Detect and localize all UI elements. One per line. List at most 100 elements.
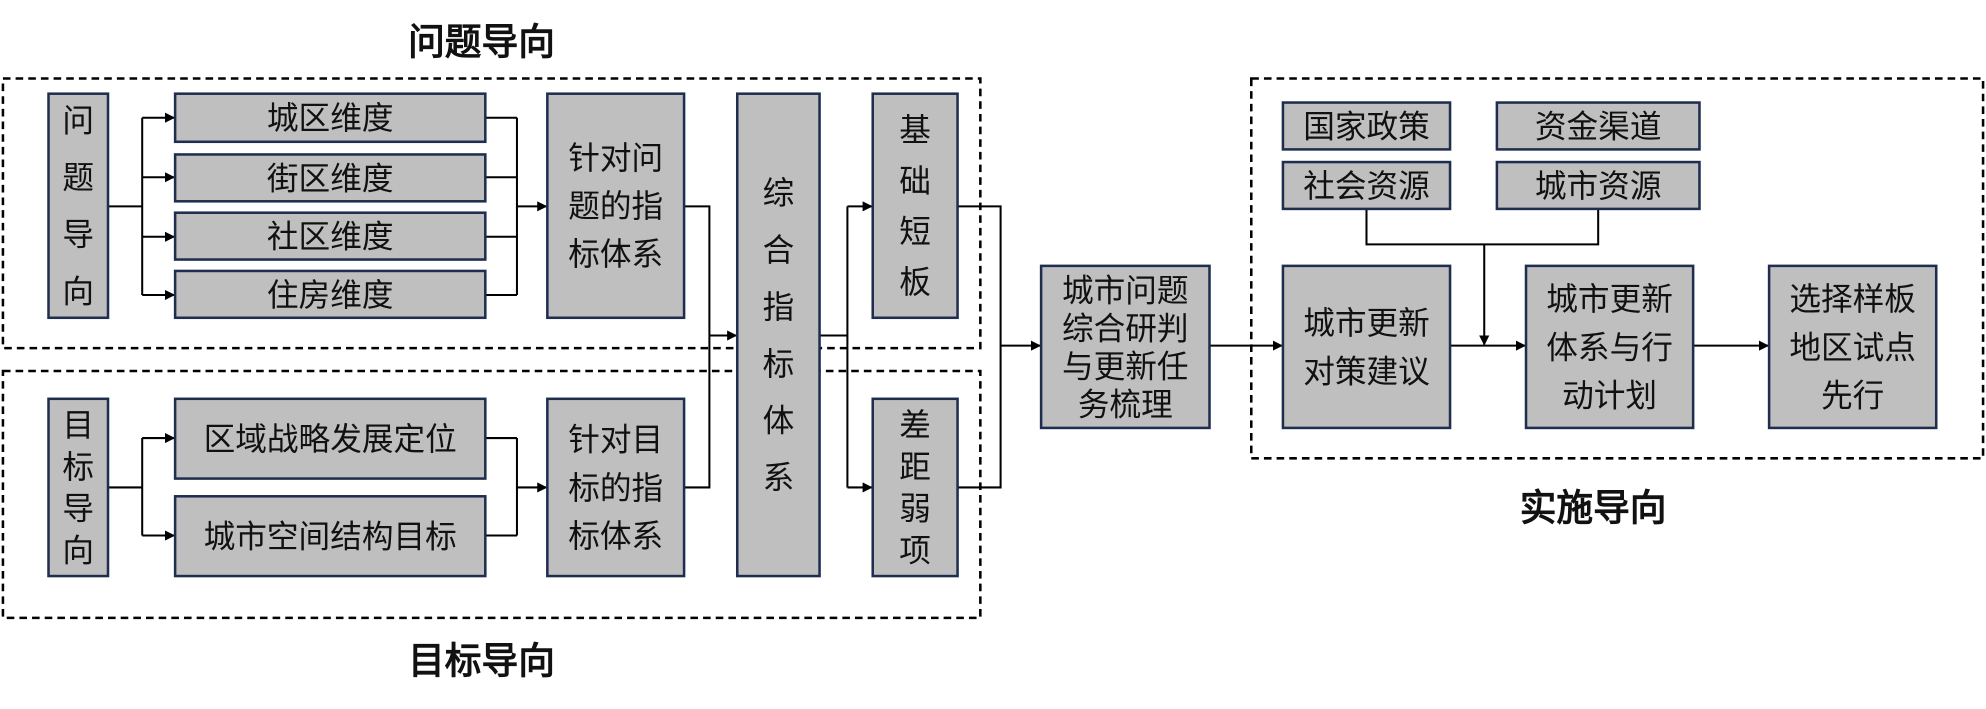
problem-group-frame bbox=[1, 77, 982, 350]
node-national-policy: 国家政策 bbox=[1281, 101, 1452, 151]
node-label: 住房维度 bbox=[267, 278, 394, 314]
nodes: 问题导向城区维度街区维度社区维度住房维度针对问题的指标体系目标导向区域战略发展定… bbox=[47, 92, 1938, 578]
node-label: 标体系 bbox=[568, 237, 663, 273]
node-label: 短 bbox=[899, 214, 931, 250]
node-label: 城市空间结构目标 bbox=[204, 520, 457, 556]
node-label: 标体系 bbox=[568, 519, 663, 555]
node-label: 标 bbox=[62, 450, 94, 486]
node-box bbox=[173, 153, 487, 203]
node-urban-resource: 城市资源 bbox=[1495, 160, 1701, 211]
node-box bbox=[47, 92, 110, 320]
node-label: 体系与行 bbox=[1546, 330, 1673, 366]
node-funding-channel: 资金渠道 bbox=[1495, 101, 1701, 151]
node-label: 城市更新 bbox=[1303, 306, 1430, 342]
node-label: 系 bbox=[763, 461, 795, 497]
node-label: 板 bbox=[899, 265, 931, 301]
node-label: 针对问 bbox=[568, 141, 663, 177]
node-box bbox=[1281, 101, 1452, 151]
node-box bbox=[1039, 264, 1211, 430]
node-label: 针对目 bbox=[568, 423, 663, 459]
node-label: 城市更新 bbox=[1546, 282, 1673, 318]
node-box bbox=[173, 495, 487, 578]
node-box bbox=[871, 397, 959, 578]
node-label: 社会资源 bbox=[1303, 169, 1430, 205]
node-box bbox=[173, 211, 487, 261]
node-label: 城市问题 bbox=[1062, 273, 1189, 309]
node-label: 国家政策 bbox=[1303, 109, 1430, 145]
node-label: 导 bbox=[62, 218, 94, 254]
node-box bbox=[173, 92, 487, 144]
implementation-orientation-title: 实施导向 bbox=[1520, 486, 1667, 529]
node-box bbox=[871, 92, 959, 320]
node-problem-orientation: 问题导向 bbox=[47, 92, 110, 320]
goal-orientation-title: 目标导向 bbox=[408, 640, 555, 683]
problem-orientation-title: 问题导向 bbox=[408, 20, 555, 63]
node-label: 差 bbox=[899, 408, 931, 444]
node-label: 街区维度 bbox=[267, 161, 394, 197]
node-label: 导 bbox=[62, 492, 94, 528]
node-spatial-structure: 城市空间结构目标 bbox=[173, 495, 487, 578]
node-dim-block: 街区维度 bbox=[173, 153, 487, 203]
node-label: 基 bbox=[899, 113, 931, 149]
node-dim-city: 城区维度 bbox=[173, 92, 487, 144]
connector-line bbox=[1365, 208, 1600, 246]
node-box bbox=[1281, 264, 1452, 430]
node-label: 动计划 bbox=[1562, 378, 1657, 414]
node-label: 城市资源 bbox=[1535, 169, 1662, 205]
node-dim-housing: 住房维度 bbox=[173, 269, 487, 320]
node-label: 区域战略发展定位 bbox=[204, 422, 457, 458]
node-label: 向 bbox=[62, 275, 94, 311]
node-box bbox=[546, 92, 686, 320]
node-box bbox=[173, 397, 487, 480]
node-regional-strategy: 区域战略发展定位 bbox=[173, 397, 487, 480]
node-label: 务梳理 bbox=[1078, 387, 1173, 423]
node-label: 向 bbox=[62, 534, 94, 570]
node-label: 城区维度 bbox=[267, 101, 394, 137]
node-box bbox=[1281, 160, 1452, 211]
node-label: 合 bbox=[763, 233, 795, 269]
node-box bbox=[173, 269, 487, 320]
connector-line bbox=[957, 205, 1002, 489]
node-label: 题的指 bbox=[568, 189, 663, 225]
node-label: 体 bbox=[763, 404, 795, 440]
node-label: 础 bbox=[899, 164, 931, 200]
node-label: 标 bbox=[763, 347, 795, 383]
node-dim-community: 社区维度 bbox=[173, 211, 487, 261]
node-box bbox=[47, 397, 110, 578]
node-label: 项 bbox=[899, 534, 931, 570]
node-label: 距 bbox=[899, 450, 931, 486]
node-label: 资金渠道 bbox=[1535, 109, 1662, 145]
node-label: 对策建议 bbox=[1303, 354, 1430, 390]
node-box bbox=[1495, 101, 1701, 151]
node-box bbox=[1495, 160, 1701, 211]
node-label: 问 bbox=[62, 104, 94, 140]
connectors bbox=[108, 112, 1770, 541]
node-label: 题 bbox=[62, 161, 94, 197]
node-label: 社区维度 bbox=[267, 220, 394, 256]
node-box bbox=[1524, 264, 1695, 430]
node-label: 地区试点 bbox=[1789, 330, 1916, 366]
node-goal-orientation: 目标导向 bbox=[47, 397, 110, 578]
node-box bbox=[1767, 264, 1938, 430]
node-label: 目 bbox=[62, 408, 94, 444]
node-box bbox=[735, 92, 821, 578]
node-label: 综 bbox=[763, 176, 795, 212]
node-label: 综合研判 bbox=[1062, 311, 1189, 347]
node-label: 指 bbox=[763, 290, 795, 326]
node-label: 与更新任 bbox=[1062, 349, 1189, 385]
node-box bbox=[546, 397, 686, 578]
goal-group-frame bbox=[1, 369, 982, 620]
connector-line bbox=[684, 205, 711, 489]
implementation-group-frame bbox=[1250, 77, 1985, 460]
node-label: 弱 bbox=[899, 492, 931, 528]
